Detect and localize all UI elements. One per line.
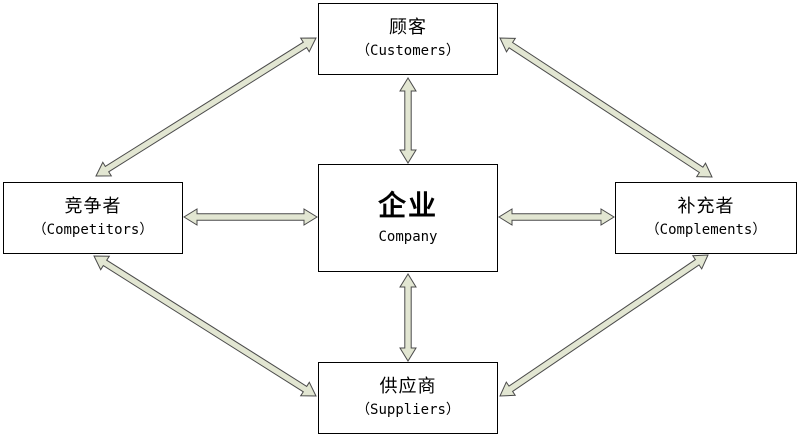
node-company-zh-label: 企业 bbox=[377, 189, 438, 222]
node-customers-en-label: （Customers） bbox=[356, 43, 460, 59]
arrow-customers-complements bbox=[499, 37, 713, 178]
node-customers: 顾客 （Customers） bbox=[318, 3, 498, 75]
node-suppliers-zh-label: 供应商 bbox=[379, 376, 437, 397]
arrow-competitors-suppliers bbox=[93, 255, 317, 397]
node-company: 企业 Company bbox=[318, 164, 498, 272]
node-competitors-en-label: （Competitors） bbox=[32, 222, 154, 238]
arrow-competitors-customers bbox=[95, 37, 317, 177]
node-complements-en-label: （Complements） bbox=[645, 222, 767, 238]
node-customers-zh-label: 顾客 bbox=[389, 17, 427, 38]
node-suppliers: 供应商 （Suppliers） bbox=[318, 362, 498, 434]
node-complements-zh-label: 补充者 bbox=[677, 196, 735, 217]
arrow-competitors-company bbox=[183, 208, 318, 226]
node-complements: 补充者 （Complements） bbox=[615, 182, 797, 254]
arrow-company-complements bbox=[498, 208, 615, 226]
arrow-complements-suppliers bbox=[499, 254, 709, 397]
node-suppliers-en-label: （Suppliers） bbox=[356, 402, 460, 418]
arrow-company-suppliers bbox=[399, 273, 417, 362]
node-competitors-zh-label: 竞争者 bbox=[64, 196, 122, 217]
arrow-customers-company bbox=[399, 77, 417, 164]
node-competitors: 竞争者 （Competitors） bbox=[3, 182, 183, 254]
node-company-en-label: Company bbox=[378, 229, 438, 245]
